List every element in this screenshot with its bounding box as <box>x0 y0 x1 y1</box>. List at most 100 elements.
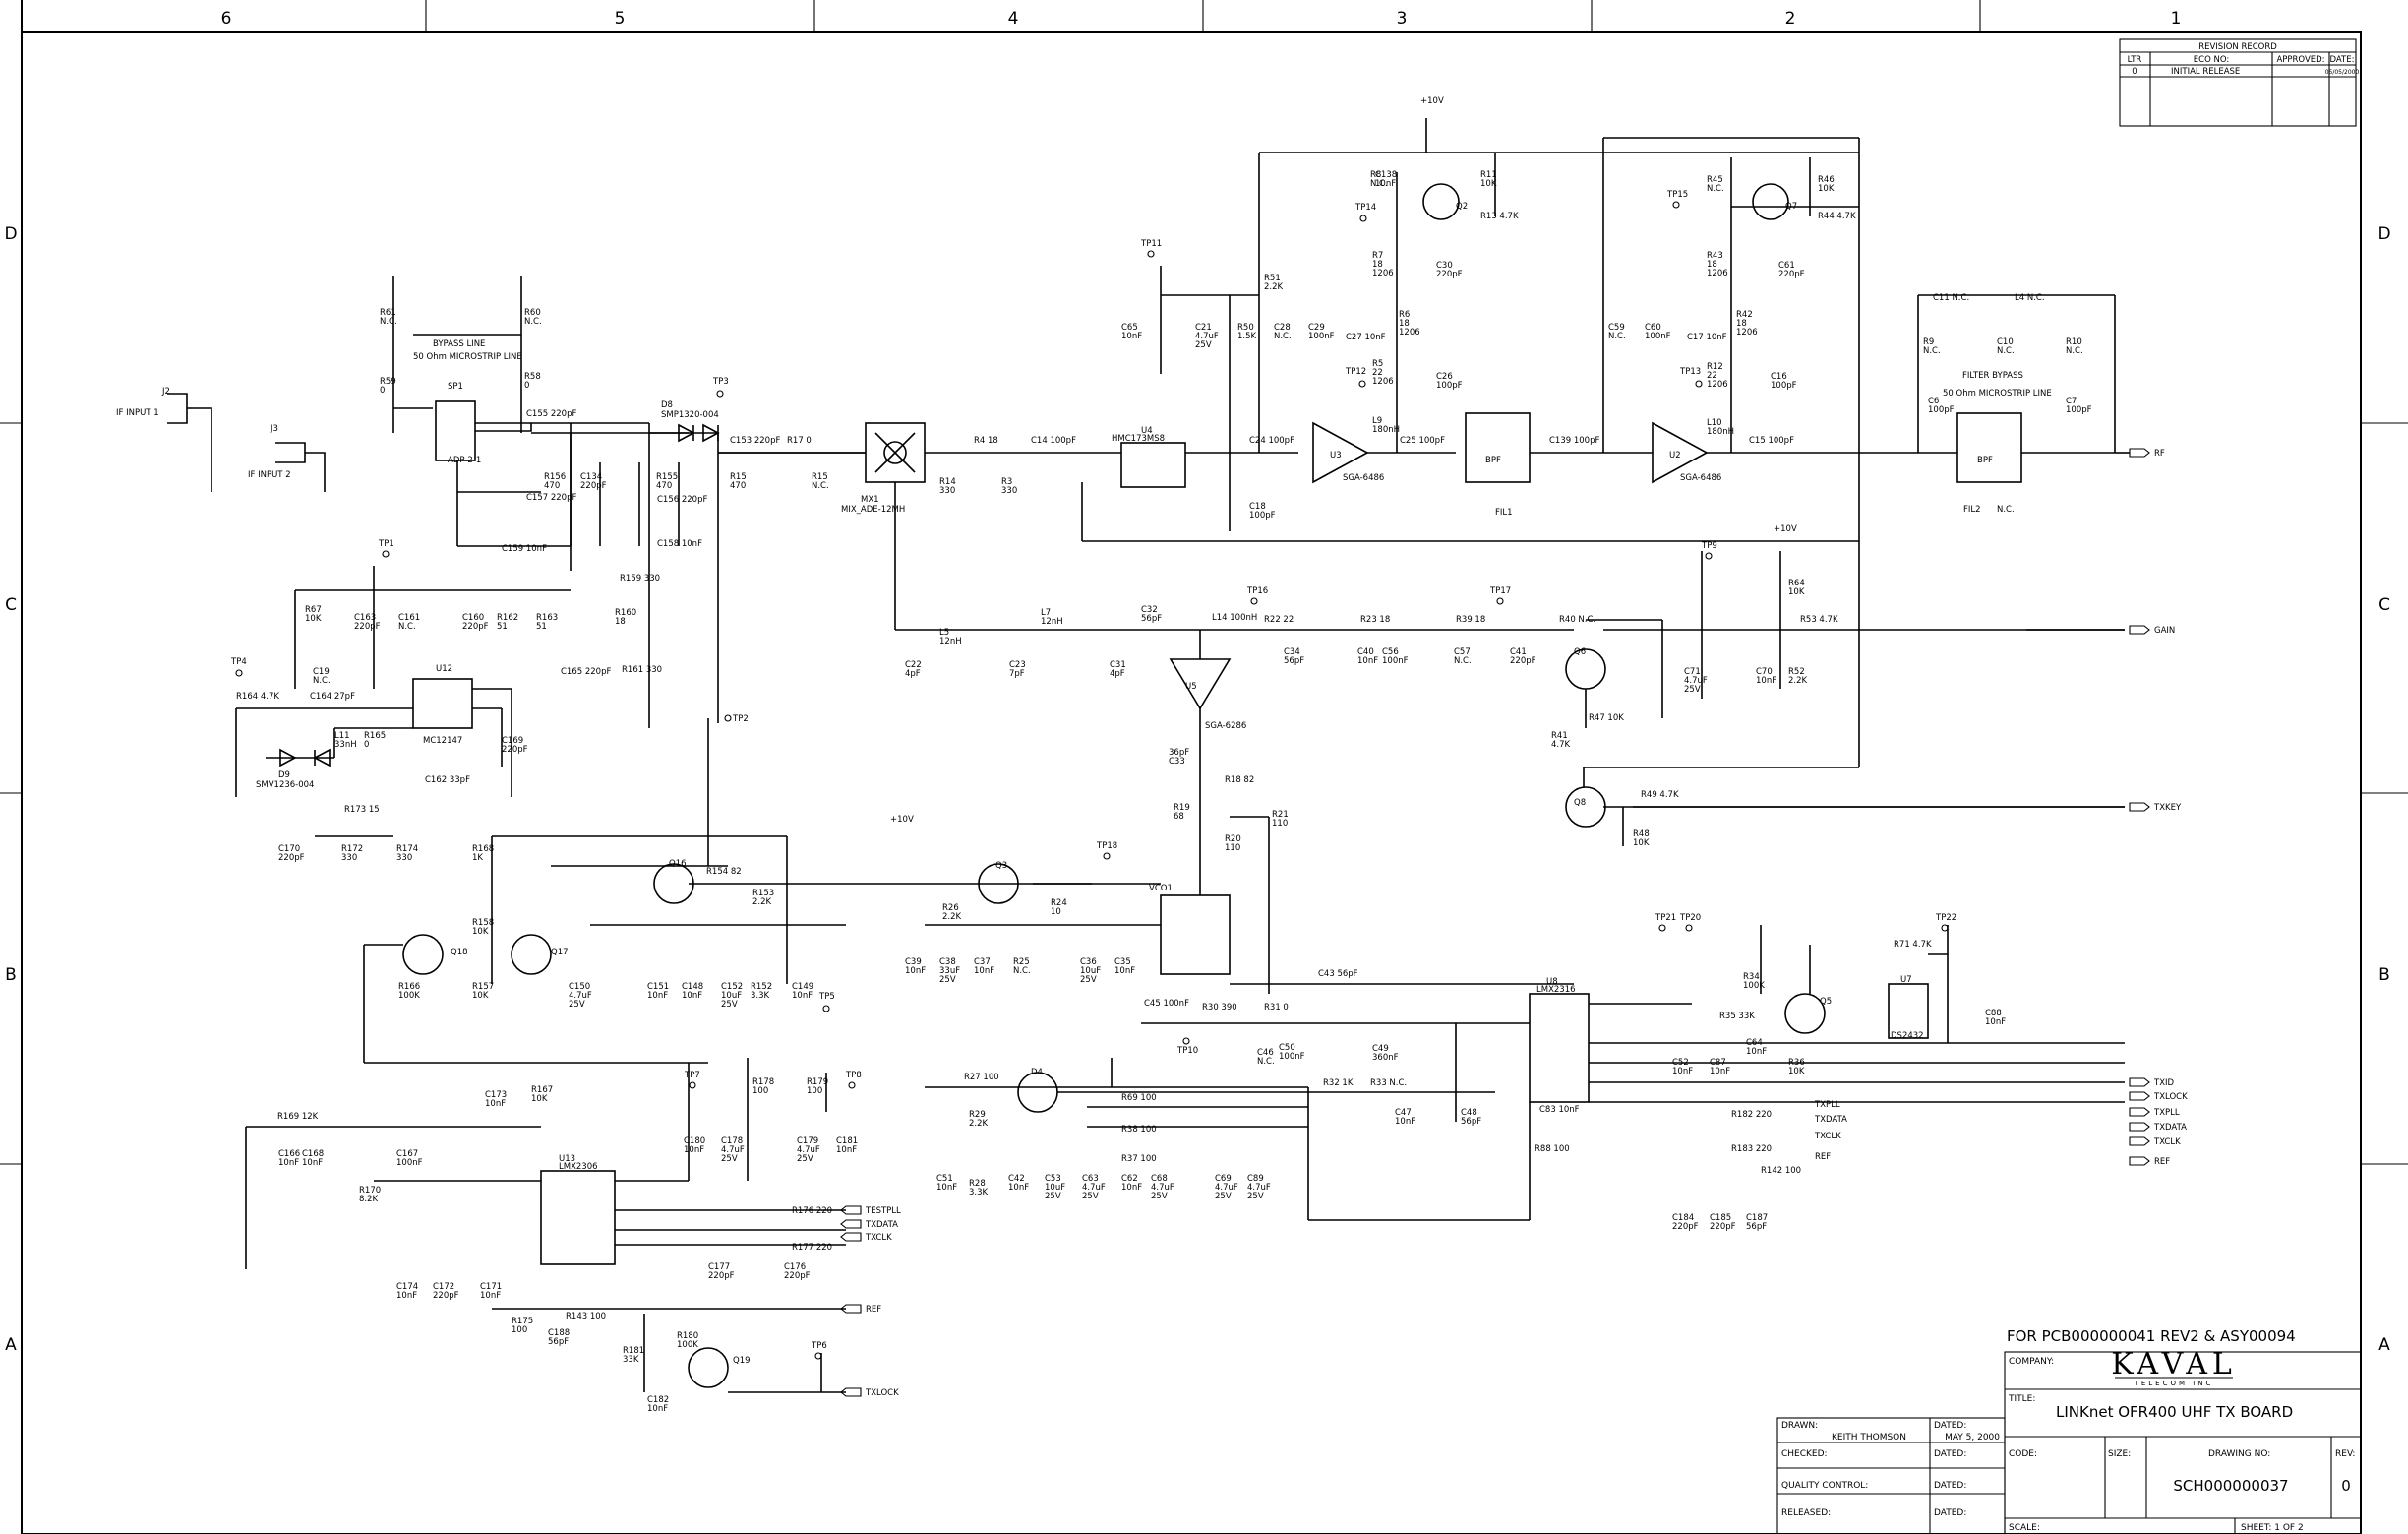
sheet-number: SHEET: 1 OF 2 <box>2241 1523 2304 1533</box>
c27-label: C27 10nF <box>1346 333 1386 342</box>
r71-label: R71 4.7K <box>1894 940 1932 950</box>
u13-part: LMX2306 <box>559 1162 598 1172</box>
bpf2-label: BPF <box>1977 456 1993 465</box>
dated-label-4: DATED: <box>1934 1508 1966 1518</box>
vcc-mid-label: +10V <box>890 815 914 825</box>
u12-part: MC12147 <box>423 736 462 746</box>
tp12-marker <box>1358 380 1366 388</box>
vcc-right-label: +10V <box>1774 524 1797 534</box>
l14-label: L14 100nH <box>1212 613 1257 623</box>
r17-label: R17 0 <box>787 436 812 446</box>
tp15-label: TP15 <box>1666 190 1688 200</box>
c45-label: C45 100nF <box>1144 999 1189 1009</box>
r53-label: R53 4.7K <box>1800 615 1838 625</box>
c153-label: C153 220pF <box>730 436 780 446</box>
zone-col-1: 1 <box>2171 9 2182 29</box>
circuit-wiring <box>167 118 2130 1393</box>
ref-port-left: REF <box>866 1305 881 1315</box>
rev-col-date: DATE: <box>2330 55 2355 65</box>
tp17-marker <box>1496 597 1504 605</box>
tp21-marker <box>1658 924 1666 932</box>
tp5-label: TP5 <box>818 992 835 1002</box>
c165-label: C165 220pF <box>561 667 611 677</box>
zone-col-6: 6 <box>221 9 232 29</box>
u7-part: DS2432 <box>1891 1031 1924 1041</box>
r39-label: R39 18 <box>1456 615 1485 625</box>
c156-label: C156 220pF <box>657 495 707 505</box>
txdata-net: TXDATA <box>1814 1115 1847 1125</box>
vco1-label: VCO1 <box>1149 884 1173 893</box>
sp1-part: ADP-2-1 <box>448 456 481 465</box>
gain-port: GAIN <box>2154 626 2175 636</box>
tp18-label: TP18 <box>1096 841 1117 851</box>
zone-col-3: 3 <box>1397 9 1408 29</box>
tp16-marker <box>1250 597 1258 605</box>
r32-label: R32 1K <box>1323 1078 1354 1088</box>
tp11-label: TP11 <box>1140 239 1162 249</box>
size-label: SIZE: <box>2108 1449 2131 1459</box>
quality-label: QUALITY CONTROL: <box>1781 1481 1868 1491</box>
txclk-port-right: TXCLK <box>2153 1137 2181 1147</box>
zone-row-b-left: B <box>5 965 17 985</box>
zone-col-4: 4 <box>1008 9 1019 29</box>
q17-label: Q17 <box>551 948 569 957</box>
r35-label: R35 33K <box>1719 1012 1755 1021</box>
u12-label: U12 <box>436 664 452 674</box>
tp14-label: TP14 <box>1354 203 1376 213</box>
kaval-logo-sub: TELECOM INC <box>2134 1380 2214 1387</box>
d8-part: SMP1320-004 <box>661 410 719 420</box>
c164-label: C164 27pF <box>310 692 355 702</box>
u13-label: U13 <box>559 1154 575 1164</box>
txlock-port-left: TXLOCK <box>865 1388 899 1398</box>
tp11-marker <box>1147 250 1155 258</box>
r182-label: R182 220 <box>1731 1110 1772 1120</box>
filter-microstrip-label: 50 Ohm MICROSTRIP LINE <box>1943 389 2052 399</box>
r169-label: R169 12K <box>277 1112 319 1122</box>
r47-label: R47 10K <box>1589 713 1624 723</box>
zone-row-b-right: B <box>2378 965 2390 985</box>
mx1-label: MX1 <box>861 495 879 505</box>
